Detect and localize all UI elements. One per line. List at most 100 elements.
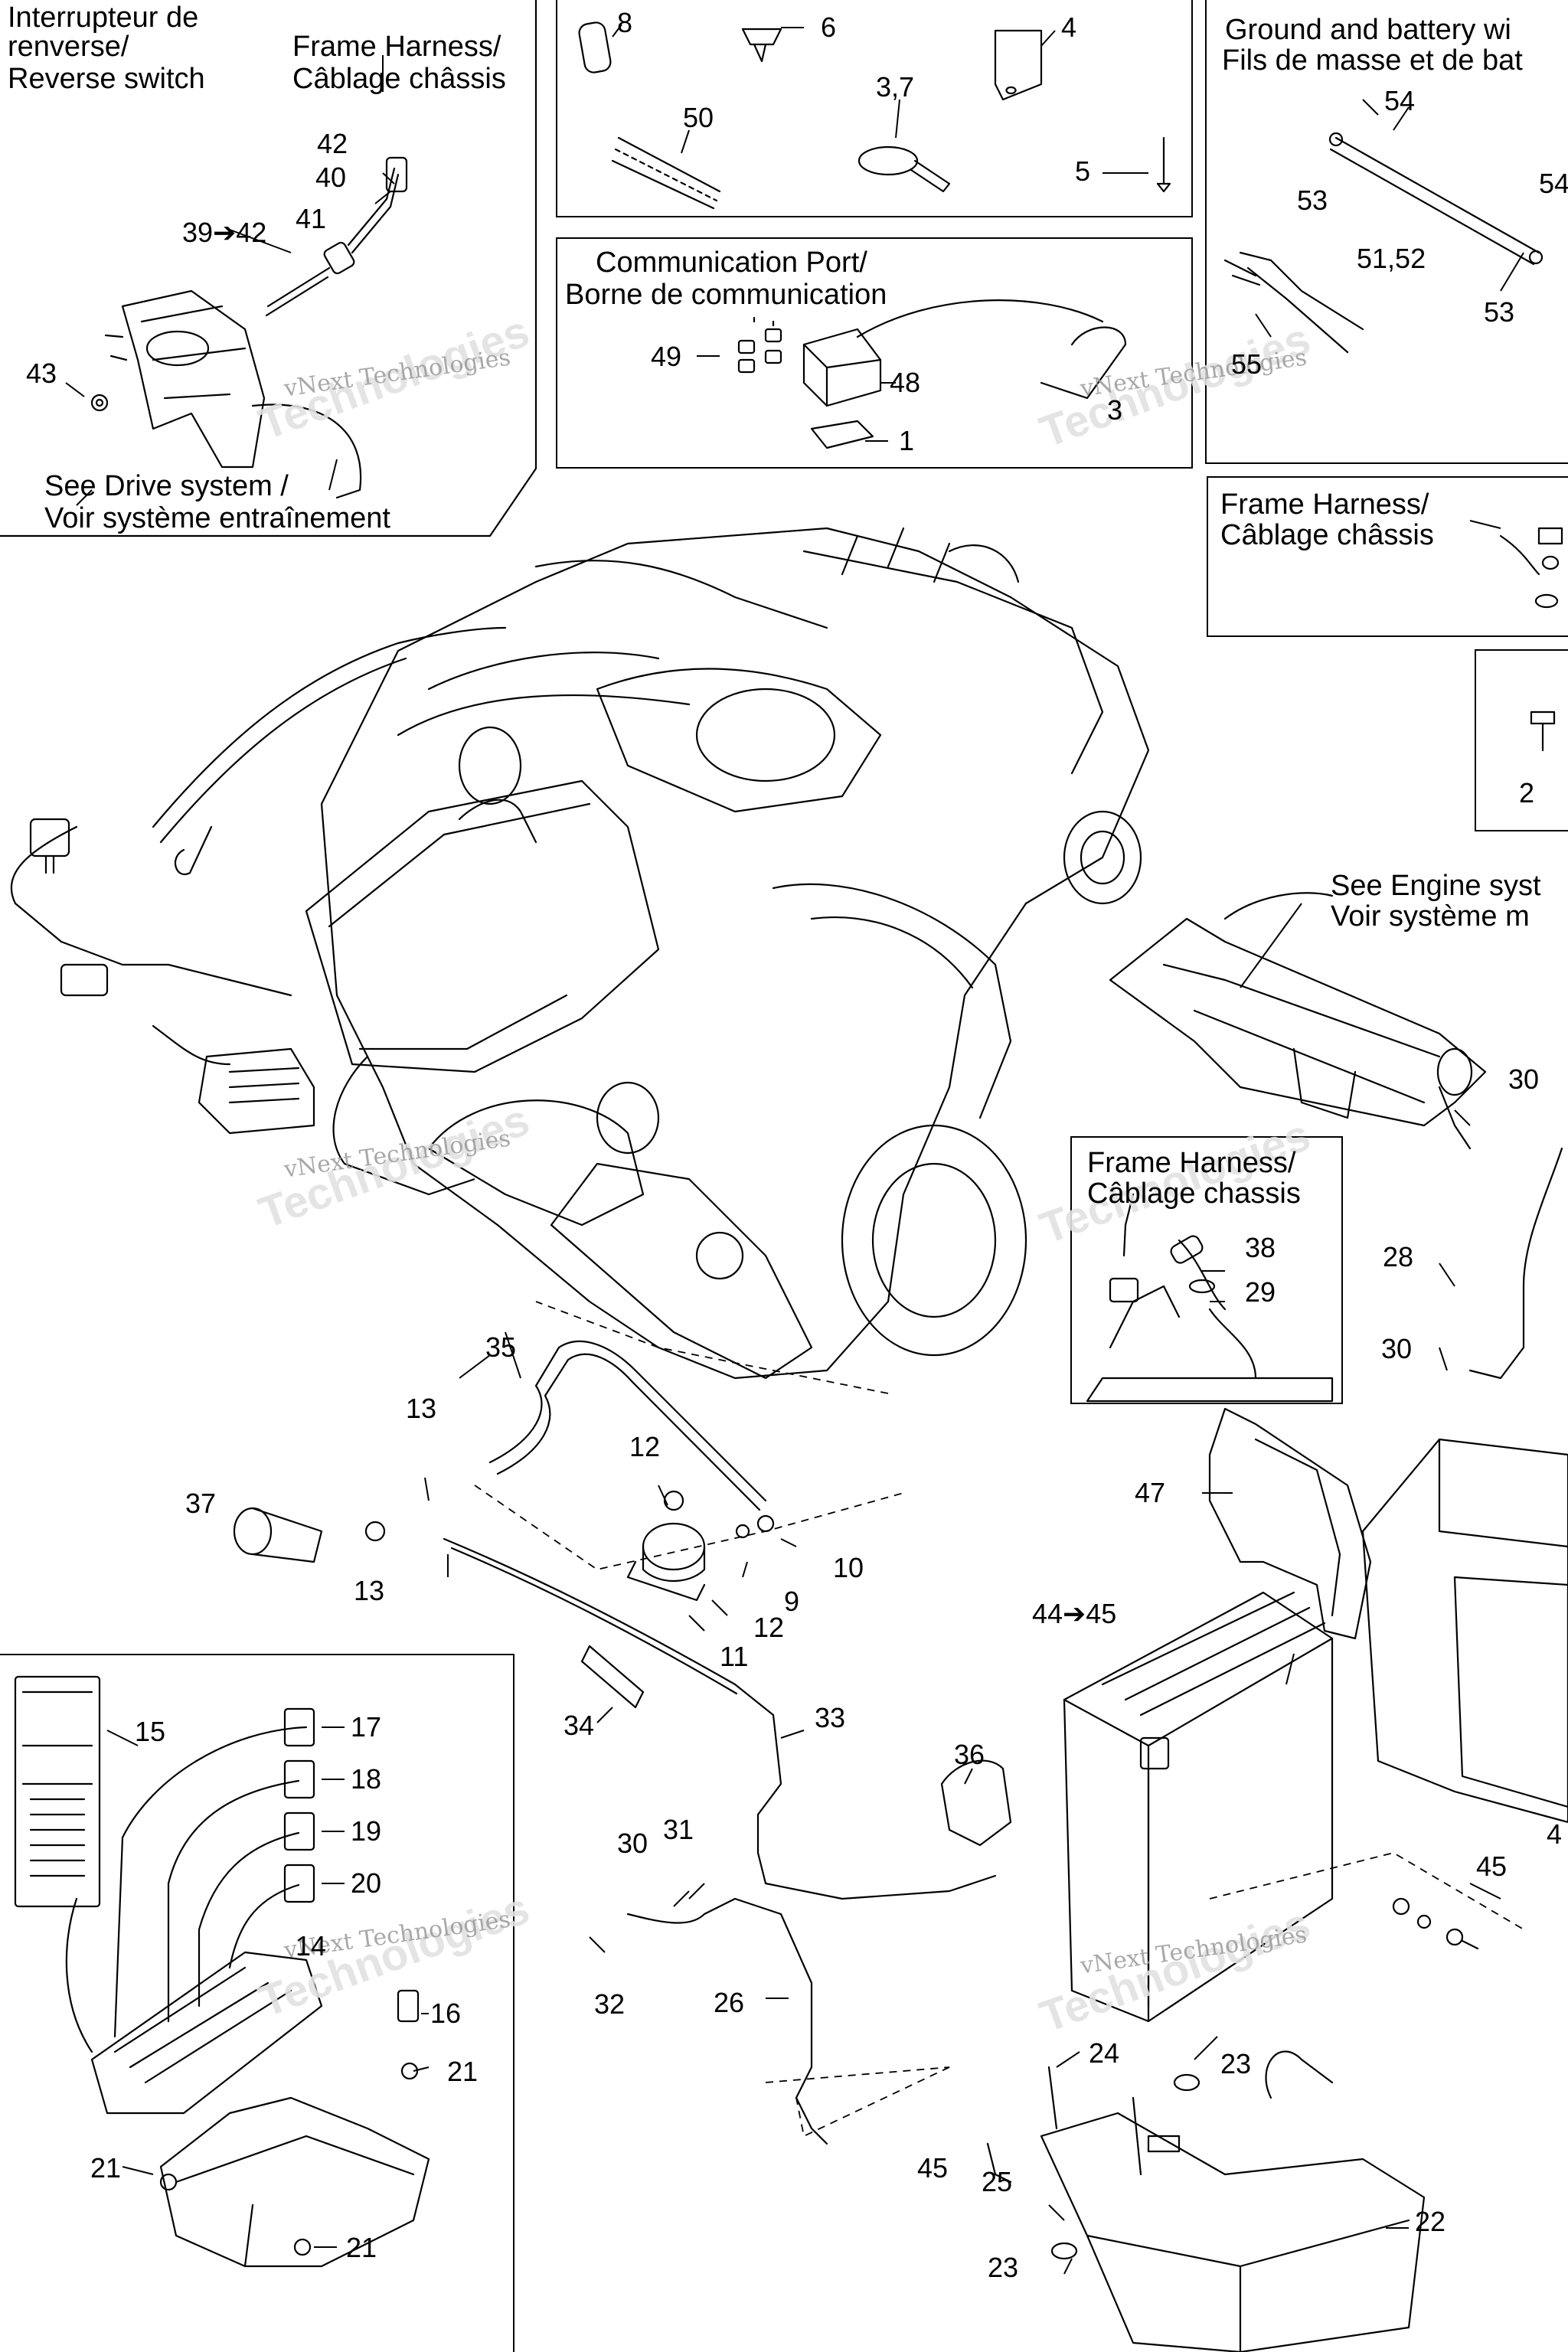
frame-harness-right-box	[1207, 476, 1568, 637]
part-number: 37	[185, 1488, 217, 1519]
drive-system-label-1: See Drive system /	[44, 470, 289, 502]
part-number: 15	[135, 1716, 166, 1747]
part-number: 21	[90, 2152, 122, 2184]
frame-harness-right-illustration	[1499, 527, 1563, 609]
hardware-items	[578, 21, 1171, 210]
engine-illustration	[10, 527, 1150, 1380]
comm-port-label-2: Borne de communication	[565, 279, 887, 311]
communication-port-illustration	[737, 299, 1127, 449]
part-number: 4	[1061, 11, 1077, 43]
part-number: 21	[447, 2056, 479, 2087]
part-2-screw	[1530, 710, 1556, 752]
part-number: 36	[954, 1739, 985, 1770]
part-number: 25	[982, 2166, 1013, 2197]
part-number: 6	[821, 11, 837, 43]
part-number: 4	[1547, 1818, 1563, 1850]
battery-tray-illustration	[986, 2050, 1426, 2352]
frame-harness-inset-illustration	[1086, 1193, 1334, 1403]
frame-harness-top-label-1: Frame Harness/	[292, 31, 501, 63]
engine-support-bracket	[1109, 892, 1487, 1127]
part-number: 39➔42	[182, 217, 267, 248]
part-number: 5	[1075, 155, 1091, 187]
part-number: 53	[1297, 185, 1328, 216]
reverse-switch-box-outline	[0, 0, 537, 537]
part-number: 53	[1484, 296, 1515, 328]
part-number: 55	[1231, 348, 1263, 380]
part-number: 2	[1519, 777, 1535, 808]
hardware-kit-box	[556, 0, 1193, 217]
tube-34	[580, 1645, 645, 1709]
part-number: 13	[406, 1393, 437, 1424]
part-number: 19	[351, 1815, 382, 1847]
frame-harness-right-label-1: Frame Harness/	[1220, 488, 1429, 521]
part-number: 18	[351, 1763, 382, 1795]
solenoid-illustration	[626, 1490, 775, 1602]
part-number: 40	[315, 162, 347, 193]
part-number: 11	[720, 1641, 749, 1672]
part-number: 16	[430, 1998, 462, 2029]
ground-battery-illustration	[1223, 132, 1544, 354]
ground-battery-label-2: Fils de masse et de bat	[1222, 44, 1523, 77]
part-number: 31	[663, 1814, 694, 1845]
battery-strap-illustration	[1208, 1407, 1372, 1640]
part-number: 43	[26, 358, 57, 389]
boot-36	[940, 1759, 1012, 1847]
part-number: 54	[1539, 168, 1568, 199]
part-number: 14	[296, 1930, 327, 1962]
ground-battery-box	[1205, 0, 1568, 464]
ground-battery-label-1: Ground and battery wi	[1225, 14, 1511, 46]
frame-harness-inset-label-1: Frame Harness/	[1087, 1147, 1296, 1179]
part-number: 49	[651, 341, 682, 372]
part-number: 33	[815, 1702, 846, 1733]
part-number: 20	[351, 1867, 382, 1899]
part-number: 9	[784, 1586, 800, 1617]
communication-port-box	[556, 237, 1193, 469]
engine-system-label-1: See Engine syst	[1331, 870, 1541, 902]
part-number: 28	[1383, 1241, 1414, 1272]
battery-cover-illustration	[1361, 1438, 1568, 1824]
cables	[443, 1086, 1563, 2145]
part-number: 54	[1384, 85, 1416, 116]
part-number: 51,52	[1357, 243, 1426, 274]
part-number: 47	[1135, 1477, 1166, 1508]
part-number: 21	[346, 2232, 377, 2263]
part-number: 3,7	[876, 71, 915, 103]
frame-harness-top-label-2: Câblage châssis	[292, 63, 506, 95]
frame-harness-right-label-2: Câblage châssis	[1220, 519, 1434, 551]
part-number: 38	[1245, 1232, 1276, 1263]
part-number: 42	[317, 128, 348, 159]
part-number: 8	[617, 7, 633, 38]
part-number: 22	[1415, 2206, 1446, 2237]
reverse-switch-label-1: Interrupteur de	[8, 2, 199, 34]
reverse-switch-illustration	[90, 156, 408, 499]
part-number: 29	[1245, 1276, 1276, 1308]
fuse-box-panel	[0, 1654, 514, 2352]
frame-harness-inset-box	[1070, 1136, 1343, 1404]
part-number: 12	[753, 1612, 785, 1643]
part-number: 12	[629, 1431, 661, 1462]
battery-illustration	[1063, 1591, 1479, 2023]
part-number: 23	[988, 2252, 1019, 2283]
part-number: 45	[1476, 1851, 1508, 1882]
part-number: 41	[296, 203, 327, 234]
part-2-box	[1475, 649, 1568, 831]
part-number: 45	[917, 2152, 949, 2184]
part-number: 35	[485, 1331, 517, 1363]
boot-37	[233, 1507, 273, 1556]
reverse-switch-label-2: renverse/	[8, 31, 129, 63]
part-number: 32	[594, 1988, 626, 2020]
leader-lines	[65, 24, 1524, 2275]
reverse-switch-label-3: Reverse switch	[8, 63, 205, 95]
part-number: 10	[833, 1552, 864, 1583]
comm-port-label-1: Communication Port/	[596, 247, 867, 279]
part-number: 30	[617, 1828, 648, 1859]
part-number: 50	[683, 102, 714, 133]
part-number: 23	[1220, 2048, 1252, 2079]
part-number: 26	[714, 1987, 745, 2018]
fuse-box-illustration	[14, 1675, 430, 2268]
part-number: 13	[354, 1575, 385, 1606]
part-number: 1	[899, 425, 915, 456]
part-number: 34	[564, 1710, 595, 1741]
part-number: 48	[890, 367, 921, 398]
